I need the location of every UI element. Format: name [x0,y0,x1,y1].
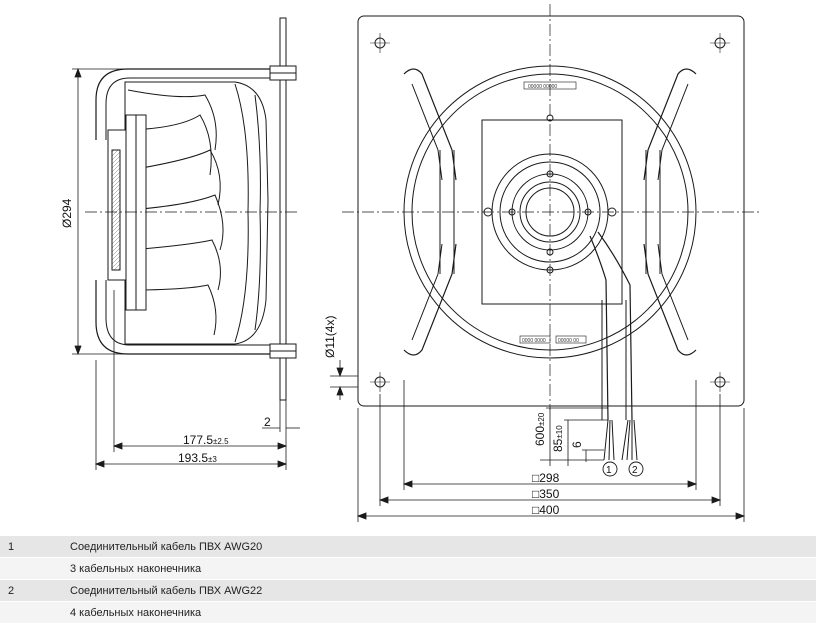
dim-diameter: Ø294 [60,198,74,228]
legend-text: 4 кабельных наконечника [62,601,816,624]
dim-depth-inner: 177.5±2.5 [183,433,229,447]
callout-1-circle [602,461,618,477]
legend-row: 2 Соединительный кабель ПВХ AWG22 [0,579,816,602]
dim-square-350: □350 [532,487,560,501]
dim-hole-diameter: Ø11(4x) [323,316,337,358]
callout-1: 1 [606,465,612,476]
side-flange-plate [279,17,287,401]
dim-gap: 2 [264,415,271,429]
front-dimensions [356,380,746,522]
strut-top-left [403,68,457,181]
legend-row: 4 кабельных наконечника [0,601,816,624]
dim-strip-length: 85±10 [551,425,565,452]
legend-text: 3 кабельных наконечника [62,557,816,580]
dim-square-298: □298 [532,471,560,485]
plate-label-bottom-left: 0000 0000 [522,338,546,344]
callout-2: 2 [632,465,638,476]
impeller-side [124,81,269,345]
legend-num [0,601,62,624]
legend-num [0,557,62,580]
cable-bundle [589,235,609,421]
strut-top-right [643,68,697,181]
plate-label-bottom-right: 00000 00 [558,338,579,344]
mount-hole-tr [710,33,730,53]
legend-text: Соединительный кабель ПВХ AWG22 [62,579,816,602]
mount-hole-tl [370,33,390,53]
plate-label-top: 00000 00000 [528,84,557,90]
legend-num: 1 [0,536,62,558]
side-view [85,17,300,401]
dim-square-400: □400 [532,503,560,517]
legend-num: 2 [0,579,62,602]
front-view [342,4,760,461]
legend-text: Соединительный кабель ПВХ AWG20 [62,536,816,558]
arm-bottom [95,280,270,355]
strut-bottom-left [403,243,457,356]
legend-table: 1 Соединительный кабель ПВХ AWG20 3 кабе… [0,536,816,624]
dim-depth-outer: 193.5±3 [178,451,217,465]
mount-hole-br [710,372,730,392]
mount-hole-bl [370,372,390,392]
callout-2-circle [628,461,644,477]
legend-row: 1 Соединительный кабель ПВХ AWG20 [0,536,816,558]
dim-cable-length: 600±20 [533,412,547,446]
technical-drawing: Ø294 Ø11(4x) 2 177.5±2.5 193.5±3 [60,4,760,522]
arm-top [95,68,270,140]
strut-bottom-right [643,243,697,356]
legend-row: 3 кабельных наконечника [0,557,816,580]
dim-end-length: 6 [570,441,584,448]
